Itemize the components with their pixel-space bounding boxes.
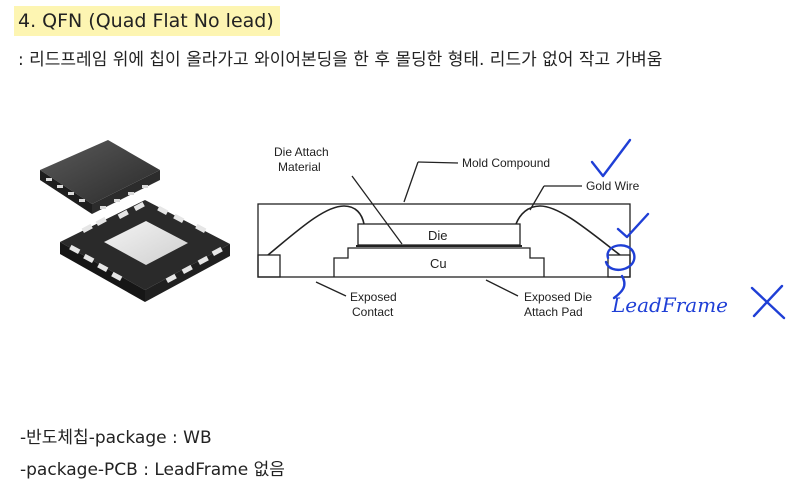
qfn-photo <box>40 140 230 302</box>
checkmark-1-icon <box>590 138 632 178</box>
label-cu: Cu <box>430 256 447 271</box>
section-description: : 리드프레임 위에 칩이 올라가고 와이어본딩을 한 후 몰딩한 형태. 리드… <box>18 50 663 70</box>
cu-pad <box>333 247 545 277</box>
exposed-contact-right <box>607 254 631 278</box>
label-mold-compound: Mold Compound <box>462 156 550 170</box>
qfn-figure: Die Attach Material Mold Compound Gold W… <box>40 138 786 320</box>
checkmark-2-icon <box>616 212 650 239</box>
gold-wire-right <box>515 205 621 256</box>
handwritten-annotations <box>590 138 786 320</box>
qfn-package-bottom <box>60 200 230 302</box>
label-exposed-contact-1: Exposed <box>350 290 397 304</box>
label-exposed-pad-1: Exposed Die <box>524 290 592 304</box>
label-gold-wire: Gold Wire <box>586 179 640 193</box>
note-leadframe: -package-PCB : LeadFrame 없음 <box>20 460 285 480</box>
label-die-attach-2: Material <box>278 160 321 174</box>
label-exposed-contact-2: Contact <box>352 305 394 319</box>
section-heading: 4. QFN (Quad Flat No lead) <box>14 6 280 36</box>
handwritten-leadframe: LeadFrame <box>611 293 728 317</box>
qfn-cross-section <box>257 161 631 297</box>
note-wire-bonding: -반도체칩-package : WB <box>20 428 212 448</box>
qfn-package-top <box>40 140 160 214</box>
label-exposed-pad-2: Attach Pad <box>524 305 583 319</box>
exposed-contact-left <box>257 254 281 278</box>
circle-mark-icon <box>604 244 636 272</box>
label-die: Die <box>428 228 448 243</box>
arrow-mark-icon <box>612 274 626 300</box>
mold-compound-body <box>257 203 631 278</box>
die <box>357 223 521 246</box>
cross-section-labels: Die Attach Material Mold Compound Gold W… <box>274 145 640 319</box>
x-mark-icon <box>750 284 786 320</box>
gold-wire-left <box>267 205 365 256</box>
label-die-attach-1: Die Attach <box>274 145 329 159</box>
